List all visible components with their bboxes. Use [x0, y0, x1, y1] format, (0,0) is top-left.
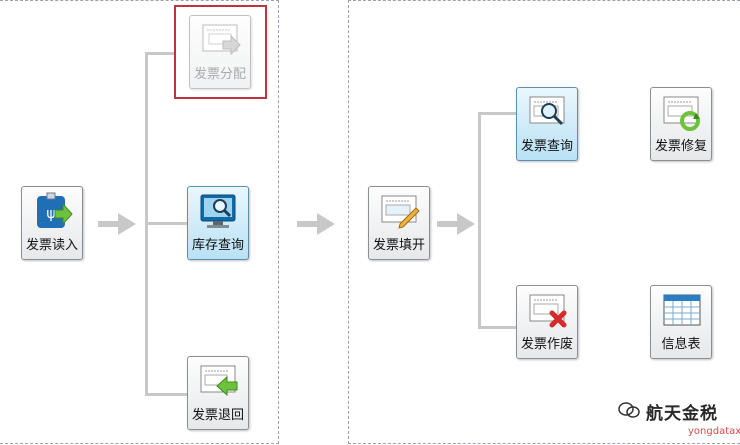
monitor-search-icon [200, 194, 236, 228]
usb-import-icon: ψ [37, 192, 73, 228]
invoice-issue-button[interactable]: 发票填开 [368, 186, 430, 260]
invoice-allocate-button[interactable]: 发票分配 [189, 15, 251, 89]
invoice-repair-button[interactable]: 发票修复 [650, 87, 712, 161]
connector-line [478, 112, 481, 328]
connector-line [145, 222, 187, 225]
connector-line [478, 112, 516, 115]
connector-line [145, 393, 187, 396]
invoice-return-button[interactable]: 发票退回 [187, 356, 249, 430]
invoice-allocate-icon [202, 24, 241, 56]
info-table-button[interactable]: 信息表 [650, 285, 712, 359]
invoice-search-icon [529, 96, 565, 126]
tile-label: 发票分配 [193, 67, 246, 82]
tile-label: 信息表 [661, 337, 701, 352]
tile-label: 发票退回 [191, 408, 244, 423]
arrow-icon [437, 213, 475, 235]
watermark-site: yongdatax [688, 426, 740, 437]
tile-label: 发票查询 [520, 139, 573, 154]
invoice-void-icon [529, 294, 567, 328]
stock-query-button[interactable]: 库存查询 [187, 186, 249, 260]
watermark-name: 航天金税 [646, 404, 718, 424]
selection-highlight [174, 5, 267, 99]
invoice-return-icon [200, 365, 238, 397]
tile-label: 发票修复 [654, 139, 707, 154]
invoice-query-button[interactable]: 发票查询 [516, 87, 578, 161]
tile-label: 发票读入 [25, 238, 78, 253]
invoice-edit-icon [381, 195, 420, 229]
table-icon [663, 294, 701, 326]
wechat-logo-icon [618, 402, 640, 418]
invoice-import-button[interactable]: ψ 发票读入 [21, 186, 83, 260]
svg-text:ψ: ψ [46, 206, 55, 222]
arrow-icon [297, 213, 335, 235]
arrow-icon [98, 213, 136, 235]
invoice-repair-icon [663, 96, 700, 131]
tile-label: 发票填开 [372, 238, 425, 253]
tile-label: 库存查询 [191, 238, 244, 253]
connector-line [478, 326, 516, 329]
invoice-void-button[interactable]: 发票作废 [516, 285, 578, 359]
connector-line [145, 52, 175, 55]
tile-label: 发票作废 [520, 337, 573, 352]
